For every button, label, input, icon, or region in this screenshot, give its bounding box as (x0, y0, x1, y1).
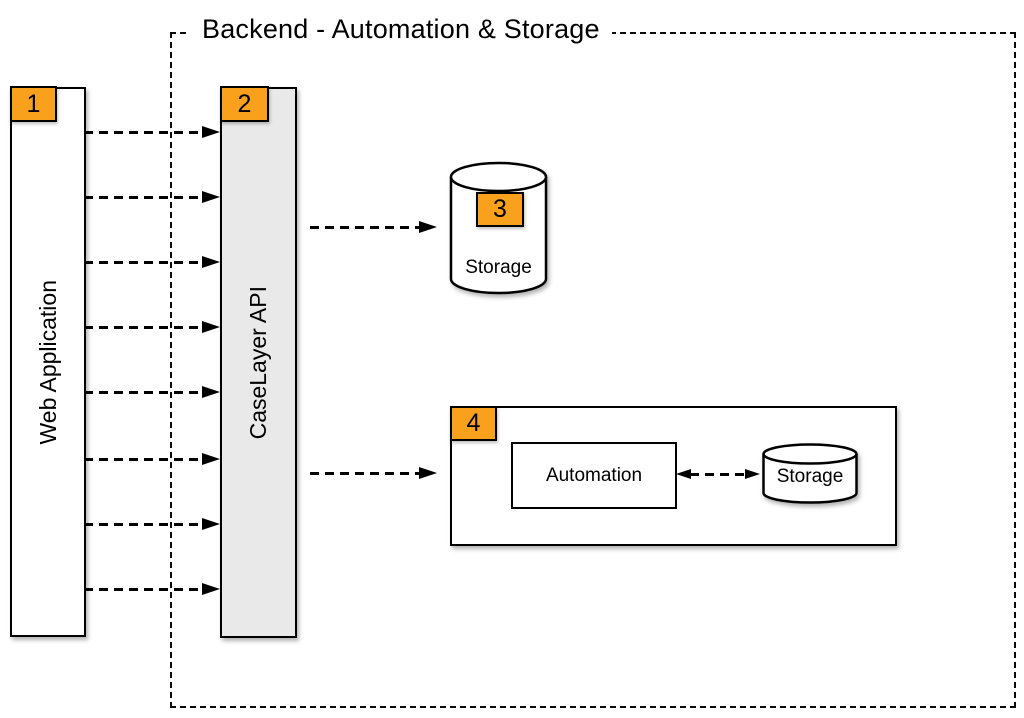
dashed-line (310, 225, 422, 229)
arrow-web-to-api-3 (84, 255, 220, 269)
arrow-web-to-api-5 (84, 385, 220, 399)
arrowhead-right-icon (202, 582, 220, 595)
arrowhead-right-icon (202, 255, 220, 268)
dashed-line (84, 325, 205, 329)
arrowhead-right-icon (202, 452, 220, 465)
arrow-web-to-api-2 (84, 190, 220, 204)
node-automation: Automation (511, 442, 677, 509)
storage-label: Storage (465, 257, 532, 278)
arrow-web-to-api-8 (84, 582, 220, 596)
arrowhead-left-icon (676, 468, 691, 479)
automation-label: Automation (545, 464, 643, 486)
dashed-line (84, 587, 205, 591)
dashed-line (84, 195, 205, 199)
arrow-api-to-storage (310, 220, 437, 234)
dashed-line (84, 260, 205, 264)
dashed-line (84, 130, 205, 134)
dashed-line (84, 522, 205, 526)
arrowhead-right-icon (202, 385, 220, 398)
arrowhead-right-icon (745, 468, 760, 479)
arrowhead-right-icon (202, 517, 220, 530)
badge-4: 4 (450, 406, 497, 441)
dashed-line (690, 472, 746, 476)
arrowhead-right-icon (202, 125, 220, 138)
arrow-web-to-api-1 (84, 125, 220, 139)
arrowhead-right-icon (202, 190, 220, 203)
badge-3: 3 (476, 192, 524, 227)
arrow-automation-storage-bidirectional (676, 468, 760, 481)
badge-2-number: 2 (237, 89, 252, 118)
dashed-line (310, 471, 422, 475)
arrowhead-right-icon (419, 466, 437, 479)
group-storage-label: Storage (776, 466, 844, 487)
dashed-line (84, 457, 205, 461)
badge-4-number: 4 (466, 409, 481, 437)
arrow-web-to-api-4 (84, 320, 220, 334)
node-web-application: Web Application (10, 87, 86, 637)
node-caselayer-api: CaseLayer API (220, 87, 297, 638)
arrowhead-right-icon (202, 320, 220, 333)
badge-2: 2 (220, 86, 269, 122)
caselayer-api-label: CaseLayer API (245, 285, 271, 440)
arrow-web-to-api-6 (84, 452, 220, 466)
arrow-web-to-api-7 (84, 517, 220, 531)
badge-1-number: 1 (26, 89, 41, 118)
node-storage-cylinder: Storage (449, 161, 548, 297)
database-cylinder-icon (762, 443, 858, 504)
diagram-title: Backend - Automation & Storage (190, 14, 612, 45)
badge-3-number: 3 (493, 195, 507, 223)
badge-1: 1 (10, 86, 57, 122)
dashed-line (84, 390, 205, 394)
web-application-label: Web Application (34, 279, 61, 445)
arrowhead-right-icon (419, 220, 437, 233)
node-group-storage-cylinder: Storage (761, 443, 859, 506)
arrow-api-to-automation-group (310, 466, 437, 480)
